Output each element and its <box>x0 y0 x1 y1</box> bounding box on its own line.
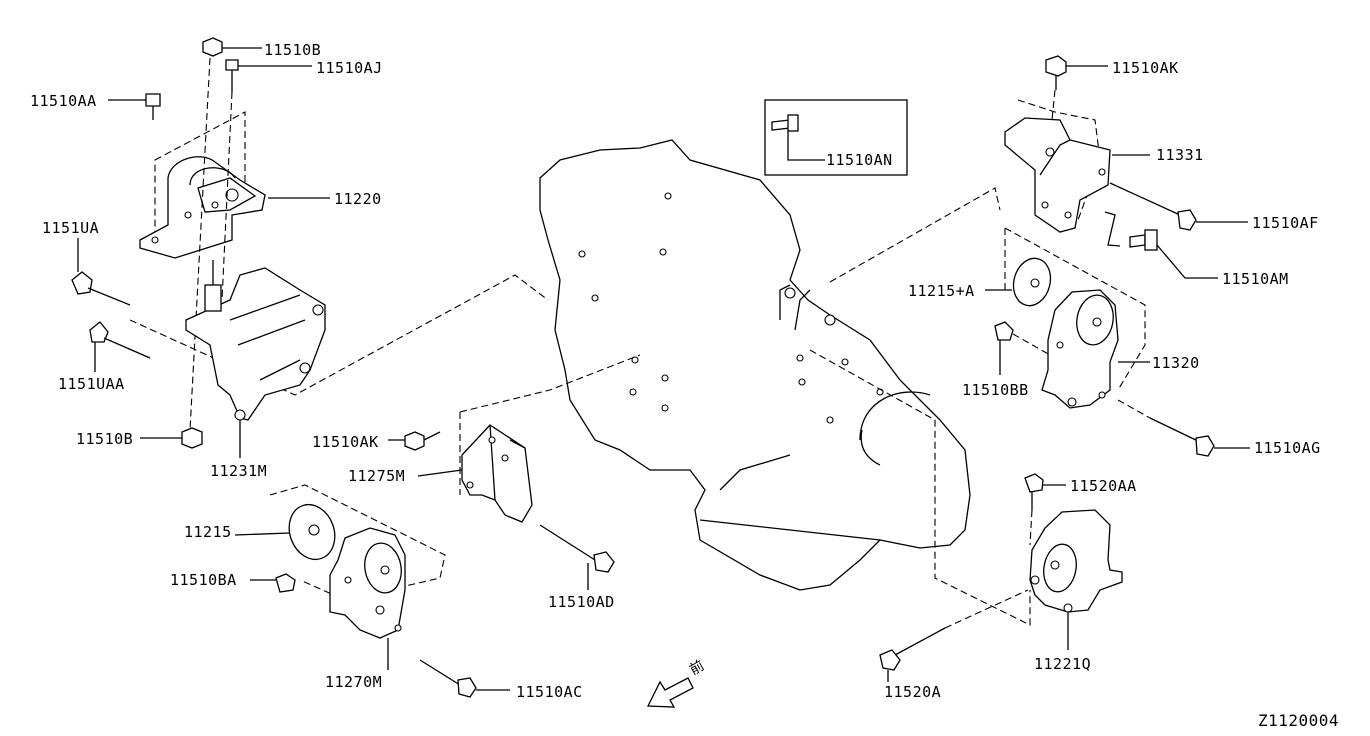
label-11270M: 11270M <box>325 673 383 691</box>
bolts-upper-left <box>108 37 312 431</box>
label-11221Q: 11221Q <box>1034 655 1092 673</box>
label-11215: 11215 <box>184 523 232 541</box>
bolts-bracket-11231M <box>71 238 203 449</box>
mount-11220 <box>139 111 330 259</box>
bracket-11331 <box>1004 55 1248 279</box>
label-11510AM: 11510AM <box>1222 270 1289 288</box>
label-11215-A: 11215+A <box>908 282 975 300</box>
label-11510AG: 11510AG <box>1254 439 1321 457</box>
label-11231M: 11231M <box>210 462 268 480</box>
label-11320: 11320 <box>1152 354 1200 372</box>
mount-11320 <box>829 187 1250 457</box>
label-1151UAA: 1151UAA <box>58 375 125 393</box>
label-11510AK-mid: 11510AK <box>312 433 379 451</box>
label-11510AC: 11510AC <box>516 683 583 701</box>
label-11520AA: 11520AA <box>1070 477 1137 495</box>
mount-11221Q <box>809 349 1123 682</box>
label-11510B-top: 11510B <box>264 41 322 59</box>
label-11220: 11220 <box>334 190 382 208</box>
label-11275M: 11275M <box>348 467 406 485</box>
label-1151UA: 1151UA <box>42 219 100 237</box>
label-11510BB: 11510BB <box>962 381 1029 399</box>
inset-box-11510AN <box>764 99 908 176</box>
bracket-11231M <box>129 260 549 458</box>
label-11510AN: 11510AN <box>826 151 893 169</box>
label-11520A: 11520A <box>884 683 942 701</box>
bracket-11275M <box>388 354 641 590</box>
label-11510AF: 11510AF <box>1252 214 1319 232</box>
label-11510BA: 11510BA <box>170 571 237 589</box>
label-11510AA: 11510AA <box>30 92 97 110</box>
label-11510B-bottom: 11510B <box>76 430 134 448</box>
engine-block <box>539 139 971 591</box>
label-11510AD: 11510AD <box>548 593 615 611</box>
label-11510AJ: 11510AJ <box>316 59 383 77</box>
front-arrow <box>646 677 694 708</box>
label-11331: 11331 <box>1156 146 1204 164</box>
label-11510AK-top: 11510AK <box>1112 59 1179 77</box>
diagram-id: Z1120004 <box>1258 711 1340 730</box>
mount-11270M <box>234 484 510 698</box>
